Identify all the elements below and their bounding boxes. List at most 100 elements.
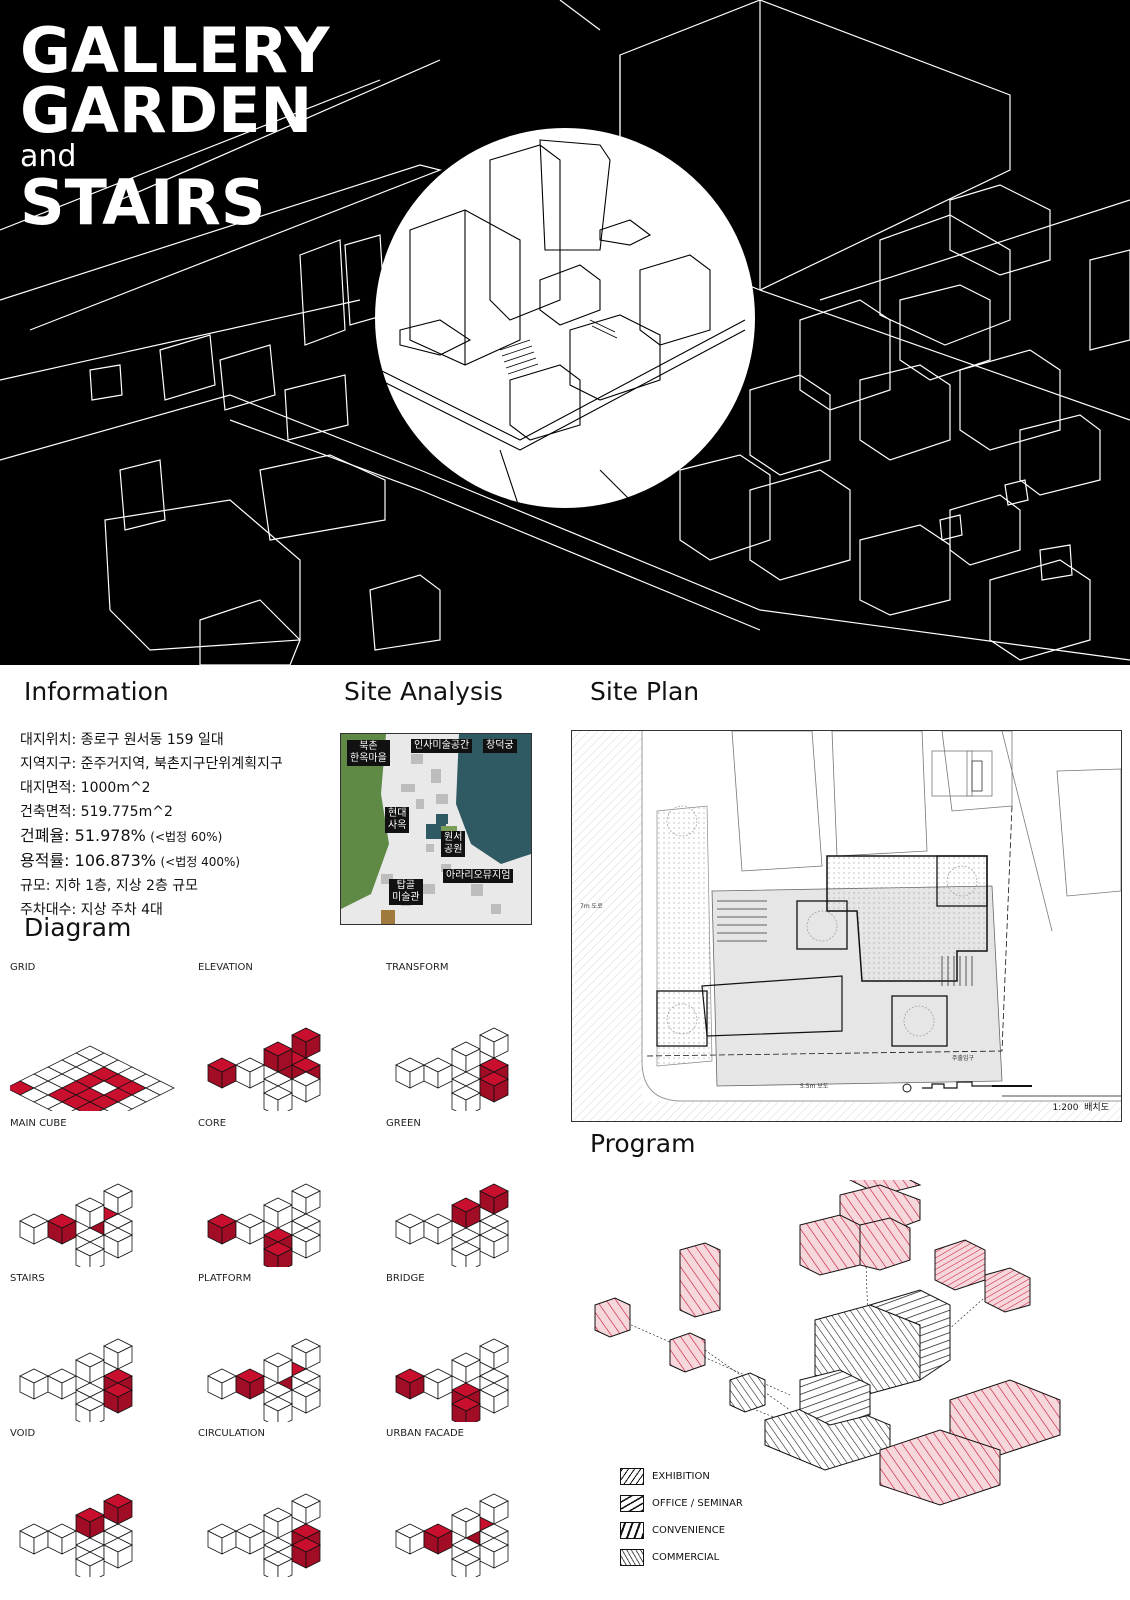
legend-commercial-label: COMMERCIAL [652, 1552, 720, 1563]
info-zone: 지역지구: 준주거지역, 북촌지구단위계획지구 [20, 756, 283, 772]
diagram-cube [103, 1537, 133, 1569]
diagram-cube [263, 1396, 293, 1422]
diagram-cell-drawing [207, 1338, 321, 1422]
diagram-cell-label: TRANSFORM [386, 962, 449, 973]
diagram-cell-label: URBAN FACADE [386, 1428, 464, 1439]
map-label-changdeok: 창덕궁 [483, 739, 517, 753]
diagram-cell-core: CORE [198, 1118, 378, 1268]
diagram-cube [263, 1352, 293, 1384]
plan-entrance-label: 주출입구 [952, 1055, 975, 1062]
grid-tile [99, 1108, 109, 1111]
plan-scale: 1:200 배치도 [1052, 1100, 1109, 1113]
info-far-note: (<법정 400%) [160, 855, 241, 869]
diagram-cell-drawing [19, 1493, 133, 1577]
hero-axonometric: GALLERY GARDEN and STAIRS [0, 0, 1130, 665]
diagram-cube [235, 1523, 265, 1555]
map-label-hyundai-text: 현대 사옥 [388, 808, 407, 831]
diagram-cube [207, 1368, 237, 1400]
legend-office-label: OFFICE / SEMINAR [652, 1498, 743, 1509]
diagram-cell-void: VOID [10, 1428, 190, 1578]
diagram-cube [479, 1382, 509, 1414]
diagram-cell-label: PLATFORM [198, 1273, 252, 1284]
diagram-cube [103, 1493, 133, 1525]
plan-sidewalk-label: 5.5m 보도 [800, 1083, 829, 1090]
site-plan-drawing: 7m 도로 5.5m 보도 주출입구 1:200 배치도 [571, 730, 1122, 1122]
diagram-cube [75, 1241, 105, 1267]
info-site-area: 대지면적: 1000m^2 [20, 780, 151, 796]
diagram-cube [423, 1057, 453, 1089]
diagram-cube [291, 1493, 321, 1525]
info-bcr: 건폐율: 51.978% [20, 826, 146, 845]
diagram-cube [451, 1085, 481, 1111]
diagram-cell-drawing [395, 1338, 509, 1422]
legend-exhibition-label: EXHIBITION [652, 1471, 710, 1482]
poster-title: GALLERY GARDEN and STAIRS [20, 14, 330, 234]
diagram-cube [75, 1396, 105, 1422]
legend-exhibition: EXHIBITION [620, 1463, 743, 1490]
map-label-arario: 아라리오뮤지엄 [443, 869, 514, 883]
diagram-cube [207, 1213, 237, 1245]
diagram-cell-drawing [19, 1338, 133, 1422]
map-label-wonseo-text: 원서 공원 [444, 832, 463, 855]
map-label-bukchon-text: 북촌 한옥마을 [350, 741, 387, 764]
diagram-cube [479, 1027, 509, 1059]
diagram-cell-main-cube: MAIN CUBE [10, 1118, 190, 1268]
program-exploded-axonometric [594, 1180, 1061, 1506]
diagram-cube [291, 1071, 321, 1103]
diagram-cube [235, 1368, 265, 1400]
diagram-cell-drawing [395, 1183, 509, 1267]
information-list: 대지위치: 종로구 원서동 159 일대 지역지구: 준주거지역, 북촌지구단위… [20, 728, 283, 922]
map-label-bukchon: 북촌 한옥마을 [347, 740, 390, 766]
diagram-cell-grid: GRID [10, 962, 190, 1112]
info-far-row: 용적률: 106.873% (<법정 400%) [20, 849, 283, 874]
diagram-cube [47, 1213, 77, 1245]
diagram-cell-drawing [207, 1493, 321, 1577]
diagram-cube [451, 1551, 481, 1577]
diagram-cube [291, 1027, 321, 1059]
diagram-cell-label: CIRCULATION [198, 1428, 265, 1439]
title-gallery: GALLERY [20, 14, 330, 87]
diagram-cube [47, 1368, 77, 1400]
grid-tile [47, 1101, 77, 1111]
diagram-cube [395, 1523, 425, 1555]
diagram-cube [75, 1507, 105, 1539]
diagram-cell-drawing [10, 1045, 175, 1111]
grid-tile [71, 1108, 81, 1111]
legend-exhibition-swatch [620, 1468, 644, 1485]
diagram-cell-platform: PLATFORM [198, 1273, 378, 1423]
information-heading: Information [24, 677, 169, 706]
diagram-cube [235, 1213, 265, 1245]
diagram-cube [47, 1523, 77, 1555]
diagram-cube [479, 1183, 509, 1215]
diagram-cube [103, 1227, 133, 1259]
diagram-cell-label: GREEN [386, 1118, 421, 1129]
diagram-cube [291, 1537, 321, 1569]
diagram-cell-label: BRIDGE [386, 1273, 425, 1284]
diagram-cube [75, 1551, 105, 1577]
legend-commercial: COMMERCIAL [620, 1544, 743, 1571]
info-bcr-row: 건폐율: 51.978% (<법정 60%) [20, 824, 283, 849]
diagram-cube [479, 1071, 509, 1103]
diagram-cube [103, 1183, 133, 1215]
info-scale: 규모: 지하 1층, 지상 2층 규모 [20, 878, 199, 894]
legend-office-swatch [620, 1495, 644, 1512]
grid-tile [103, 1101, 133, 1111]
diagram-cube [291, 1338, 321, 1370]
legend-convenience: CONVENIENCE [620, 1517, 743, 1544]
diagram-cube [75, 1197, 105, 1229]
title-garden: GARDEN [20, 74, 313, 147]
diagram-cell-green: GREEN [386, 1118, 566, 1268]
plan-scale-caption: 배치도 [1084, 1103, 1109, 1113]
diagram-cell-label: VOID [10, 1428, 36, 1439]
diagram-cell-bridge: BRIDGE [386, 1273, 566, 1423]
diagram-cube [479, 1493, 509, 1525]
grid-tile [75, 1101, 105, 1111]
legend-convenience-swatch [620, 1522, 644, 1539]
diagram-cube [291, 1183, 321, 1215]
plan-road-label: 7m 도로 [580, 903, 603, 910]
diagram-cube [451, 1241, 481, 1267]
diagram-cube [451, 1507, 481, 1539]
diagram-cell-circulation: CIRCULATION [198, 1428, 378, 1578]
map-label-hyundai: 현대 사옥 [385, 807, 410, 833]
diagram-cell-label: MAIN CUBE [10, 1118, 67, 1129]
